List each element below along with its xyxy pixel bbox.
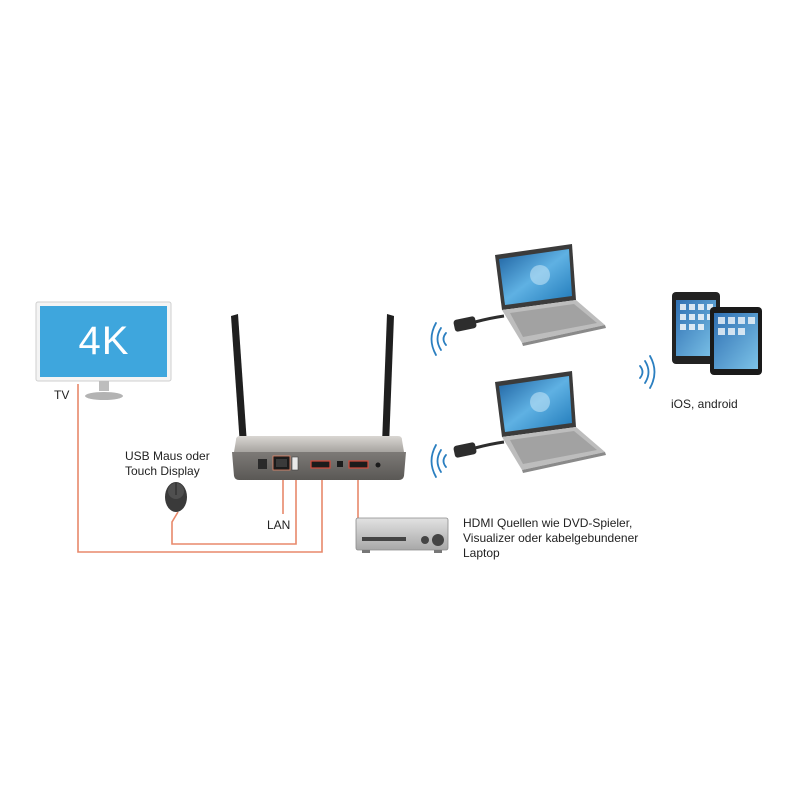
wifi-icon-laptop-1 — [430, 322, 447, 356]
audio-port — [337, 461, 343, 467]
usb-mouse — [165, 482, 187, 512]
mobile-label: iOS, android — [671, 397, 738, 411]
laptop-2 — [453, 371, 606, 473]
tv-monitor — [35, 301, 172, 400]
lan-label: LAN — [267, 518, 291, 532]
tv-hdmi-cable — [77, 384, 323, 553]
tv-label: TV — [54, 388, 70, 402]
mobile-devices — [672, 292, 762, 375]
laptop-1 — [453, 244, 606, 346]
dc-port — [258, 459, 267, 469]
usb-cable — [171, 476, 297, 545]
tv-screen-label: 4K — [78, 318, 130, 363]
laptop-1-dongle — [453, 316, 477, 332]
antenna-right — [382, 314, 394, 446]
wifi-icon-laptop-2 — [430, 444, 447, 478]
laptop-2-dongle — [453, 442, 477, 458]
tv-screen — [40, 306, 167, 377]
wifi-icon-mobile — [639, 355, 656, 389]
usb-port — [291, 456, 299, 471]
hdmi-in-port — [348, 460, 369, 469]
base-unit — [231, 314, 406, 480]
hdmi-source-device — [355, 517, 449, 553]
antenna-left — [231, 314, 247, 446]
cables — [77, 384, 359, 553]
hdmi-out-port — [310, 460, 331, 469]
hdmi-sources-label: HDMI Quellen wie DVD-Spieler, Visualizer… — [463, 516, 639, 560]
button-port — [375, 462, 381, 468]
usb-label: USB Maus oder Touch Display — [125, 449, 210, 478]
